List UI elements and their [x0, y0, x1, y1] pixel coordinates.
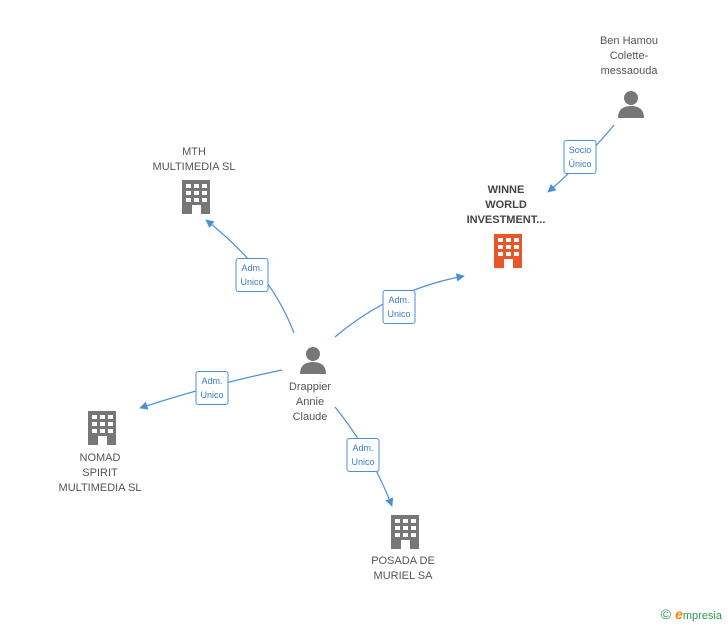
person-icon[interactable]: [298, 345, 328, 375]
node-label-mth: MTH MULTIMEDIA SL: [152, 146, 236, 173]
node-label-posada: POSADA DE MURIEL SA: [371, 555, 435, 582]
building-icon[interactable]: [87, 410, 117, 446]
edge-label-ben-winne[interactable]: Socio Único: [563, 140, 597, 174]
copyright-symbol: ©: [660, 606, 672, 622]
edge-label-drappier-posada[interactable]: Adm. Unico: [346, 438, 380, 472]
building-icon[interactable]: [390, 514, 420, 550]
brand-name: mpresia: [682, 610, 722, 622]
building-icon[interactable]: [181, 179, 211, 215]
edge-label-drappier-mth[interactable]: Adm. Unico: [235, 258, 269, 292]
person-icon[interactable]: [616, 89, 646, 119]
edge-label-drappier-nomad[interactable]: Adm. Unico: [195, 371, 229, 405]
node-label-winne: WINNE WORLD INVESTMENT...: [466, 184, 546, 226]
empresia-logo: ©empresia: [661, 606, 722, 622]
node-label-ben: Ben Hamou Colette- messaouda: [599, 35, 659, 77]
node-label-nomad: NOMAD SPIRIT MULTIMEDIA SL: [58, 452, 142, 494]
brand-initial: e: [675, 606, 683, 622]
building-icon[interactable]: [493, 233, 523, 269]
node-label-drappier: Drappier Annie Claude: [288, 381, 332, 423]
edge-label-drappier-winne[interactable]: Adm. Unico: [382, 290, 416, 324]
